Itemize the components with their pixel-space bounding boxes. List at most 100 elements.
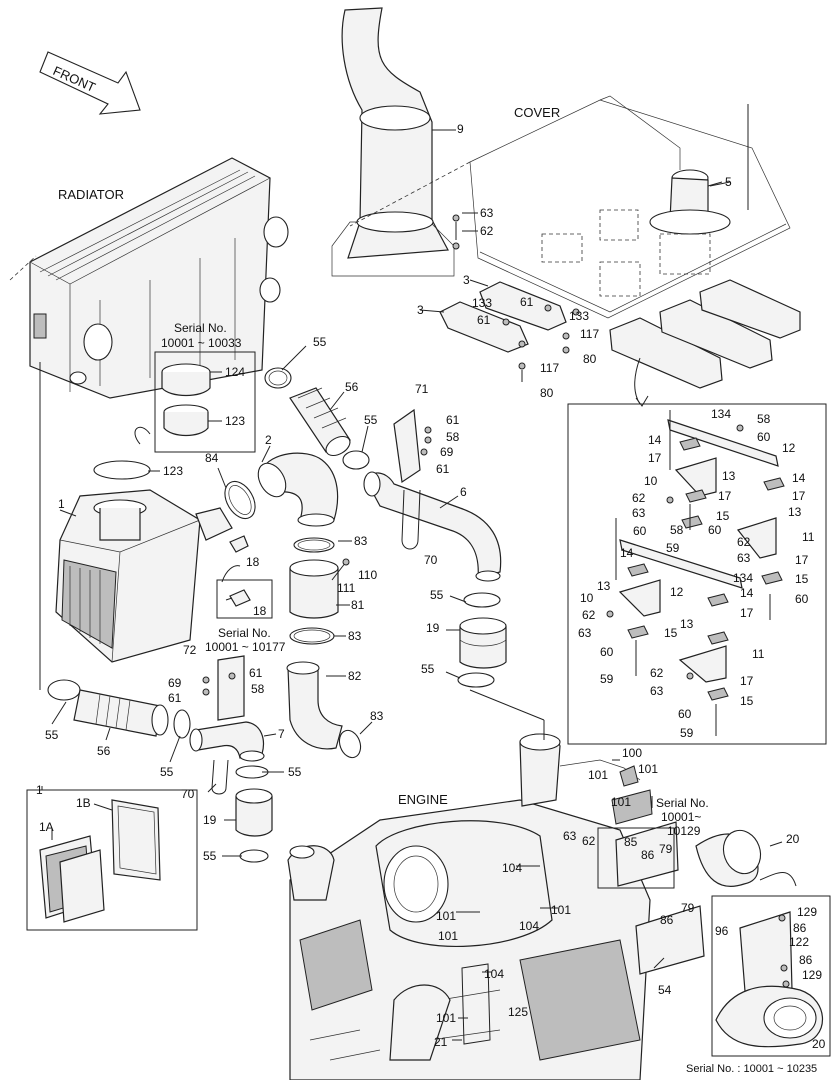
callout-83-c: 83 (370, 709, 384, 723)
clamp-55-lower-c (239, 849, 269, 863)
callout-79-a: 79 (659, 842, 673, 856)
callout-63-b: 63 (737, 551, 751, 565)
callout-86-c: 86 (793, 921, 807, 935)
callout-59-c: 59 (680, 726, 694, 740)
callout-58-a: 58 (446, 430, 460, 444)
callout-12-b: 12 (670, 585, 684, 599)
callout-69-b: 69 (168, 676, 182, 690)
callout-17-d: 17 (795, 553, 809, 567)
serial-note-2-title: Serial No. (218, 626, 271, 640)
callout-58-c: 58 (757, 412, 771, 426)
serial-notes: Serial No. 10001 ~ 10033 Serial No. 1000… (161, 321, 817, 1075)
callout-70-a: 70 (181, 787, 195, 801)
bracket-detail-parts (606, 410, 785, 736)
bracket-71 (393, 408, 432, 550)
callout-3-a: 3 (463, 273, 470, 287)
callout-101-b: 101 (638, 762, 658, 776)
callout-13-d: 13 (680, 617, 694, 631)
callout-15-b: 15 (795, 572, 809, 586)
serial-note-1-title: Serial No. (174, 321, 227, 335)
callout-13-c: 13 (597, 579, 611, 593)
pipe-81 (289, 559, 339, 619)
callout-13-b: 13 (788, 505, 802, 519)
callout-19-a: 19 (203, 813, 217, 827)
callout-15-d: 15 (740, 694, 754, 708)
cover-bolts (452, 214, 580, 382)
callout-54: 54 (658, 983, 672, 997)
serial-note-2-range: 10001 ~ 10177 (205, 640, 286, 654)
callout-62-d: 62 (650, 666, 664, 680)
callout-100: 100 (622, 746, 642, 760)
callout-14-c: 14 (620, 546, 634, 560)
callout-3-b: 3 (417, 303, 424, 317)
elbow-2 (257, 452, 339, 527)
callout-84: 84 (205, 451, 219, 465)
radiator-label: RADIATOR (58, 187, 124, 202)
clamp-70-lower (211, 759, 229, 795)
callout-104-a: 104 (502, 861, 522, 875)
clamp-55-left (264, 367, 292, 389)
callout-123-b: 123 (225, 414, 245, 428)
callout-55-a: 55 (313, 335, 327, 349)
elbow-82 (286, 661, 343, 750)
callout-1B: 1B (76, 796, 91, 810)
callout-123-a: 123 (163, 464, 183, 478)
callout-70-b: 70 (424, 553, 438, 567)
callout-60-d: 60 (795, 592, 809, 606)
hose-19-left (235, 788, 273, 837)
callout-63-c: 63 (578, 626, 592, 640)
link-arrow-20 (759, 872, 797, 887)
callout-55-f: 55 (203, 849, 217, 863)
callout-59-b: 59 (600, 672, 614, 686)
callout-19-b: 19 (426, 621, 440, 635)
callout-134-b: 134 (733, 571, 753, 585)
callout-20-b: 20 (812, 1037, 826, 1051)
callout-11-a: 11 (802, 530, 815, 544)
callout-59-a: 59 (666, 541, 680, 555)
callout-55-b: 55 (364, 413, 378, 427)
radiator (9, 157, 289, 399)
serial-note-1-range: 10001 ~ 10033 (161, 336, 242, 350)
air-cleaner (55, 460, 249, 663)
callout-17-e: 17 (740, 606, 754, 620)
filter-element-box (26, 789, 198, 931)
callout-17-f: 17 (740, 674, 754, 688)
callout-101-g: 101 (436, 1011, 456, 1025)
callout-85: 85 (624, 835, 638, 849)
callout-56-b: 56 (97, 744, 111, 758)
callout-10-a: 10 (644, 474, 658, 488)
callout-60-b: 60 (633, 524, 647, 538)
serial-box-18 (216, 579, 273, 619)
serial-box-85-86 (597, 827, 675, 889)
callout-1A: 1A (39, 820, 54, 834)
callout-83-a: 83 (354, 534, 368, 548)
callout-55-c: 55 (45, 728, 59, 742)
callout-62-b: 62 (737, 535, 751, 549)
callout-101-d: 101 (436, 909, 456, 923)
callout-82: 82 (348, 669, 362, 683)
callout-71: 71 (415, 382, 429, 396)
callout-110: 110 (358, 568, 377, 582)
callout-55-e: 55 (288, 765, 302, 779)
callout-56-a: 56 (345, 380, 359, 394)
callout-13-a: 13 (722, 469, 736, 483)
serial-box-123-124 (154, 351, 256, 453)
clamp-55-lower-left (47, 679, 81, 701)
hose-19-right (459, 617, 507, 669)
clamp-83-a (293, 537, 335, 553)
callout-62-e: 62 (582, 834, 596, 848)
callout-101-f: 101 (438, 929, 458, 943)
bracket-detail-box (567, 403, 827, 745)
callout-104-b: 104 (519, 919, 539, 933)
clamp-55-lower-mid (173, 709, 191, 739)
inset-parts-20 (715, 911, 823, 1048)
callout-61-f: 61 (168, 691, 182, 705)
fitting-18-small (225, 589, 251, 607)
callout-62-a: 62 (632, 491, 646, 505)
inset-box-20 (711, 895, 831, 1057)
callout-101-a: 101 (588, 768, 608, 782)
callout-117-b: 117 (540, 361, 559, 375)
callout-2: 2 (265, 433, 272, 447)
engine-assembly (287, 733, 762, 1080)
